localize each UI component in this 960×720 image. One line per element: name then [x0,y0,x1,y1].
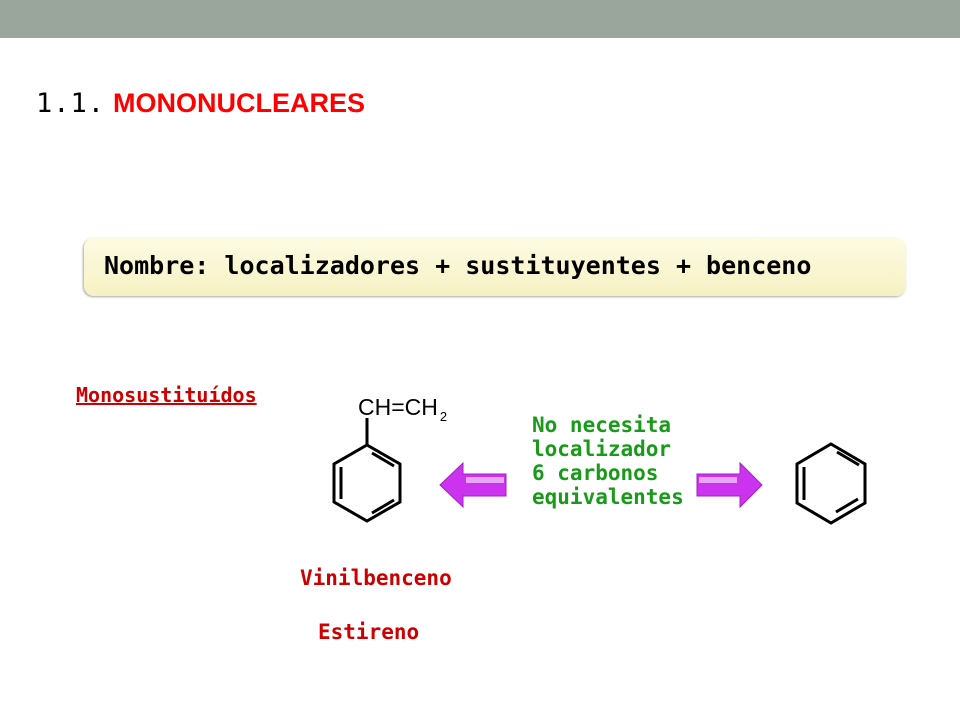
formula-main: CH=CH [358,394,438,420]
benzene-double-bond [835,497,859,514]
category-label: Monosustituídos [76,383,257,407]
benzene-structure [795,442,867,525]
note-line: localizador [532,437,672,461]
compound-name-iupac: Vinilbenceno [300,566,452,590]
naming-rule-text: Nombre: localizadores + sustituyentes + … [104,251,812,280]
naming-rule-box: Nombre: localizadores + sustituyentes + … [84,238,906,296]
styrene-structure [332,418,402,523]
styrene-ring [332,443,402,523]
top-bar [0,0,960,38]
section-number: 1.1. [36,88,106,119]
left-arrow-icon [439,461,507,509]
section-heading: 1.1.MONONUCLEARES [36,88,365,119]
benzene-ring [795,442,867,525]
equivalence-note: No necesita localizador 6 carbonos equiv… [532,413,684,509]
note-line: equivalentes [532,485,684,509]
right-arrow-icon [696,461,763,509]
styrene-double-bond [371,451,395,468]
benzene-double-bond [836,450,860,467]
styrene-double-bond [371,498,395,515]
compound-name-common: Estireno [318,620,420,644]
formula-subscript: 2 [439,409,448,424]
note-line: 6 carbonos [532,461,659,485]
note-line: No necesita [532,413,672,437]
section-title: MONONUCLEARES [113,88,366,118]
